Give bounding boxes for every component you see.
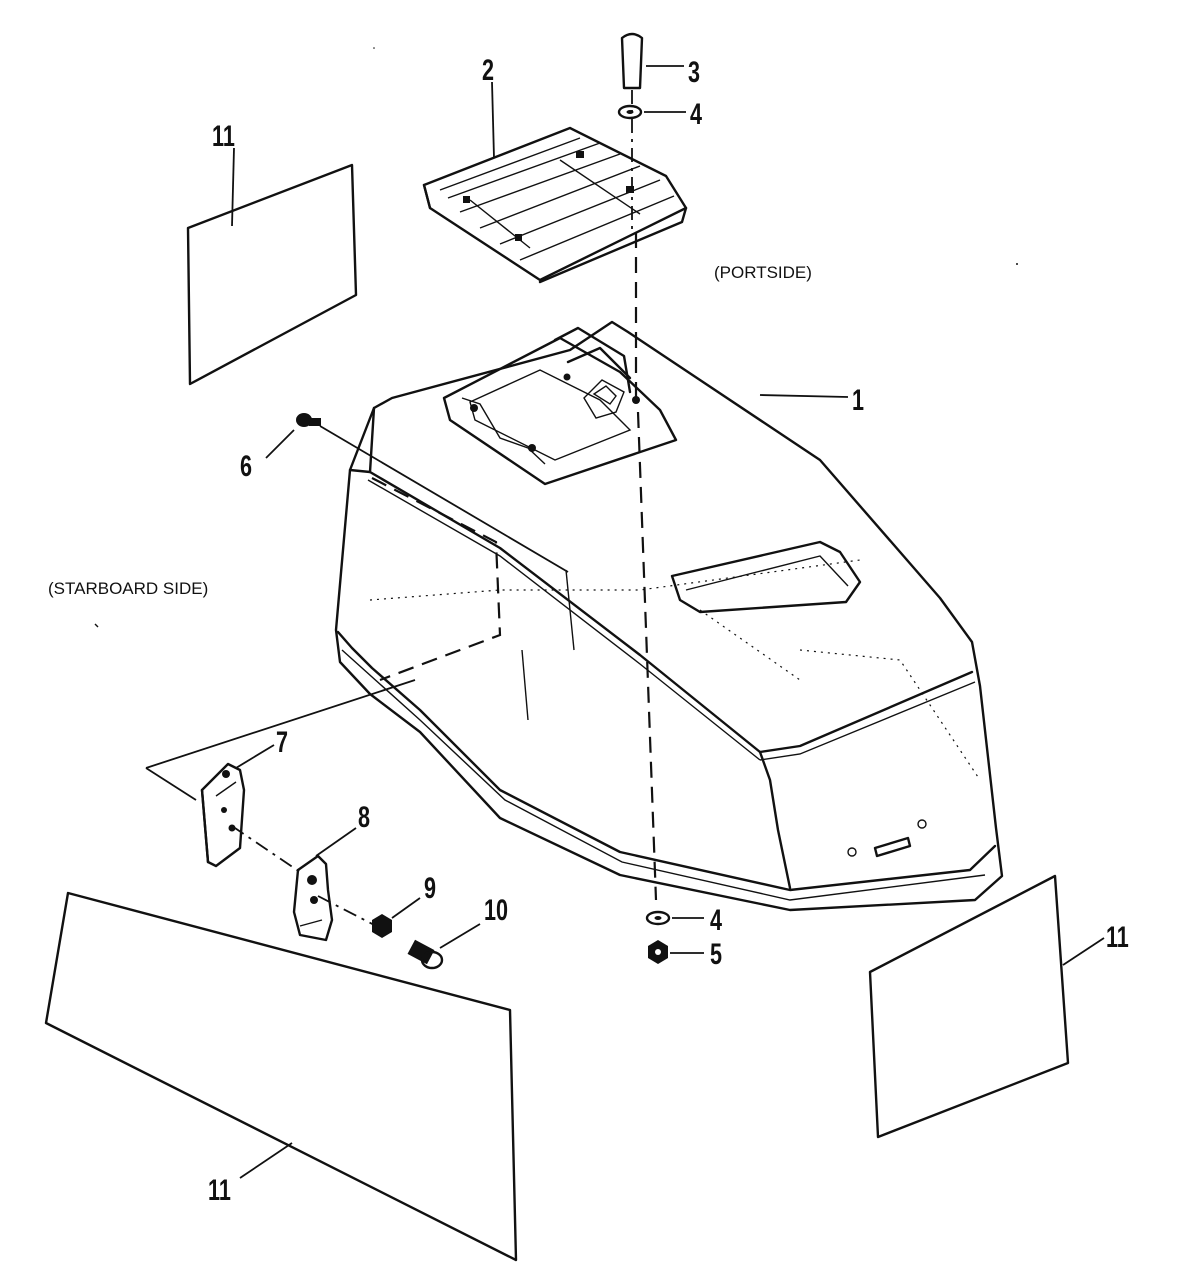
callout-1: 1 (852, 382, 864, 416)
callout-4-bottom: 4 (710, 902, 722, 936)
starboard-side-label: (STARBOARD SIDE) (48, 579, 208, 598)
callout-11-right: 11 (1106, 919, 1129, 953)
cover-plate: 2 (422, 52, 688, 284)
washer-bottom: 4 (645, 902, 722, 937)
bolt-10: 10 (407, 892, 508, 970)
callout-5: 5 (710, 936, 722, 970)
decal-top-left: 11 (186, 118, 358, 386)
screw-6: 6 (240, 413, 569, 573)
callout-11-top-left: 11 (212, 118, 235, 152)
callout-10: 10 (484, 892, 508, 926)
decal-bottom-left: 11 (44, 891, 518, 1262)
callout-2: 2 (482, 52, 494, 86)
callout-3: 3 (688, 54, 700, 88)
portside-label: (PORTSIDE) (714, 263, 812, 282)
nut-9: 9 (372, 870, 436, 938)
screw-top: 3 (620, 32, 700, 90)
bracket-7: 7 (145, 679, 416, 868)
callout-8: 8 (358, 799, 370, 833)
decal-right: 11 (868, 874, 1129, 1139)
engine-cowl: 1 (334, 320, 1004, 912)
callout-6: 6 (240, 448, 252, 482)
callout-9: 9 (424, 870, 436, 904)
nut-5: 5 (648, 936, 722, 971)
callout-11-bottom-left: 11 (208, 1172, 231, 1206)
callout-7: 7 (276, 724, 288, 758)
callout-4-top: 4 (690, 96, 702, 130)
hinge-plate-8: 8 (292, 799, 370, 942)
